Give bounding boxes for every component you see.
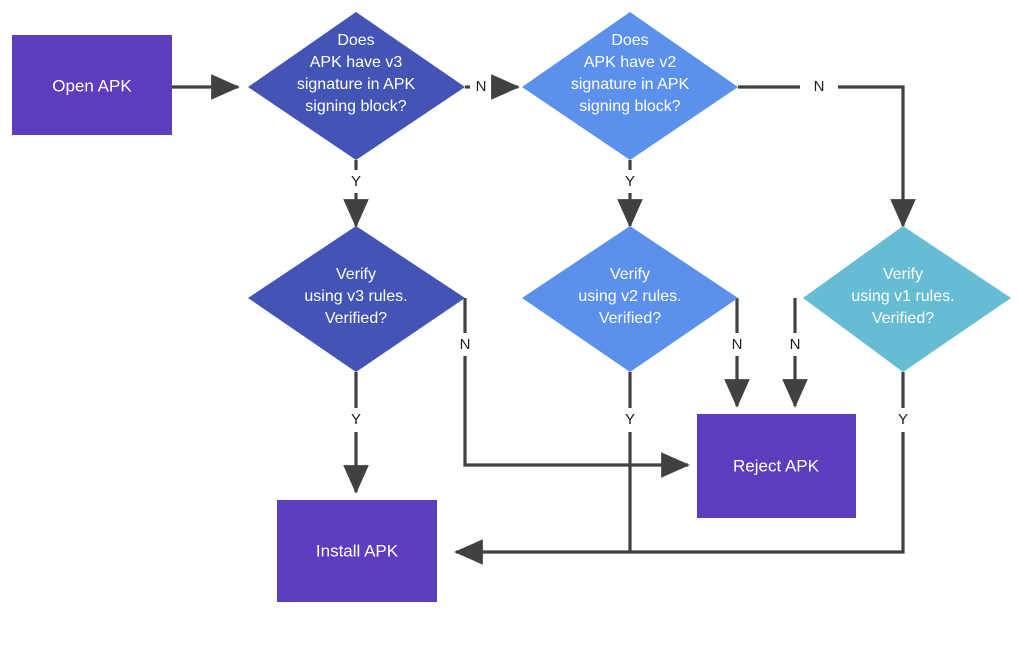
node-reject-apk[interactable]: Reject APK — [697, 414, 856, 518]
node-verify-v3[interactable]: Verify using v3 rules. Verified? — [248, 226, 465, 372]
edge-label-verifyv3-no: N — [460, 336, 471, 353]
verify-v2-diamond[interactable] — [522, 226, 738, 372]
node-install-apk[interactable]: Install APK — [277, 500, 437, 602]
install-apk-box[interactable] — [277, 500, 437, 602]
edge-label-verifyv1-no: N — [790, 336, 801, 353]
edge-label-verifyv2-yes: Y — [625, 411, 635, 428]
node-open-apk[interactable]: Open APK — [12, 35, 172, 135]
edge-label-verifyv1-yes: Y — [898, 411, 908, 428]
edge-label-hasv2-no: N — [814, 78, 825, 95]
node-has-v2-signature[interactable]: Does APK have v2 signature in APK signin… — [522, 12, 738, 160]
node-verify-v1[interactable]: Verify using v1 rules. Verified? — [803, 226, 1011, 372]
node-verify-v2[interactable]: Verify using v2 rules. Verified? — [522, 226, 738, 372]
verify-v3-diamond[interactable] — [248, 226, 465, 372]
edge-verifyv1-yes-to-install — [454, 432, 905, 565]
edge-label-hasv3-no: N — [476, 78, 487, 95]
node-has-v3-signature[interactable]: Does APK have v3 signature in APK signin… — [248, 12, 465, 160]
open-apk-box[interactable] — [12, 35, 172, 135]
edge-label-hasv2-yes: Y — [625, 173, 635, 190]
has-v3-diamond[interactable] — [248, 12, 465, 160]
reject-apk-box[interactable] — [697, 414, 856, 518]
edge-label-hasv3-yes: Y — [351, 173, 361, 190]
has-v2-diamond[interactable] — [522, 12, 738, 160]
verify-v1-diamond[interactable] — [803, 226, 1011, 372]
edge-hasv2-no-to-verifyv1 — [838, 85, 916, 228]
edge-label-verifyv3-yes: Y — [351, 411, 361, 428]
edge-verifyv3-no-to-reject — [463, 356, 690, 478]
edge-label-verifyv2-no: N — [732, 336, 743, 353]
